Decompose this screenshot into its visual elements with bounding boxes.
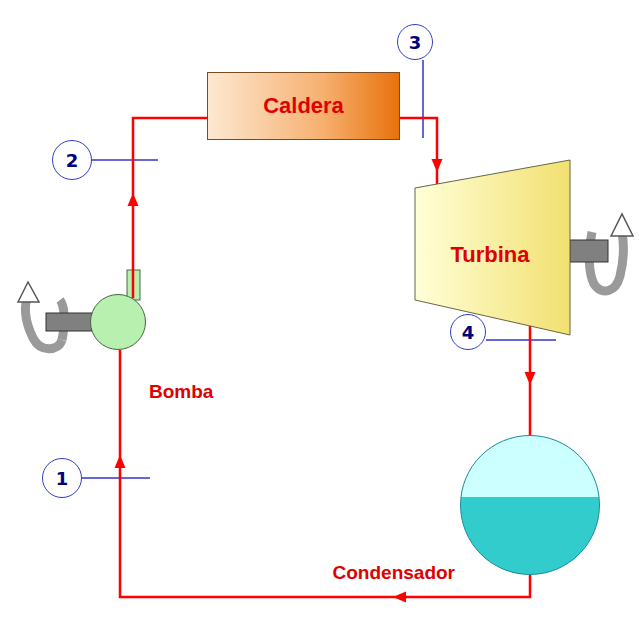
marker-line — [486, 339, 556, 341]
marker-line — [92, 159, 158, 161]
condenser-circle: Condensador — [460, 435, 600, 575]
state-point-circle: 4 — [450, 314, 486, 350]
flow-arrowhead — [432, 159, 443, 172]
rotation-arrowhead — [611, 214, 633, 236]
marker-line — [422, 60, 424, 138]
flow-arrowhead — [393, 592, 406, 603]
component-label: 1 — [56, 468, 69, 489]
state-point-circle: 3 — [397, 24, 433, 60]
pipe-connector — [128, 118, 208, 298]
component-label: Caldera — [263, 93, 344, 119]
flow-arrowhead — [115, 455, 126, 468]
turbine-shape: Turbina — [415, 160, 570, 335]
flow-arrowhead — [525, 372, 536, 385]
boiler-box: Caldera — [207, 72, 400, 140]
pipe-line — [400, 118, 437, 184]
pipe-connector — [400, 118, 443, 184]
pipe-line — [133, 118, 207, 298]
state-point-circle: 2 — [52, 140, 92, 180]
component-label: Condensador — [333, 562, 455, 584]
marker-line — [82, 477, 150, 479]
state-point-circle: 1 — [42, 458, 82, 498]
component-label: Turbina — [450, 242, 529, 268]
pipe-connector — [525, 326, 536, 435]
component-label: 4 — [462, 322, 475, 343]
pump-circle: Bomba — [90, 294, 146, 350]
component-label: Bomba — [149, 381, 213, 403]
component-label: 3 — [409, 32, 422, 53]
pump-shaft — [46, 313, 92, 331]
component-label: 2 — [66, 150, 79, 171]
rotation-arrowhead — [18, 282, 39, 302]
flow-arrowhead — [128, 193, 139, 206]
turbine-shaft — [570, 240, 608, 262]
